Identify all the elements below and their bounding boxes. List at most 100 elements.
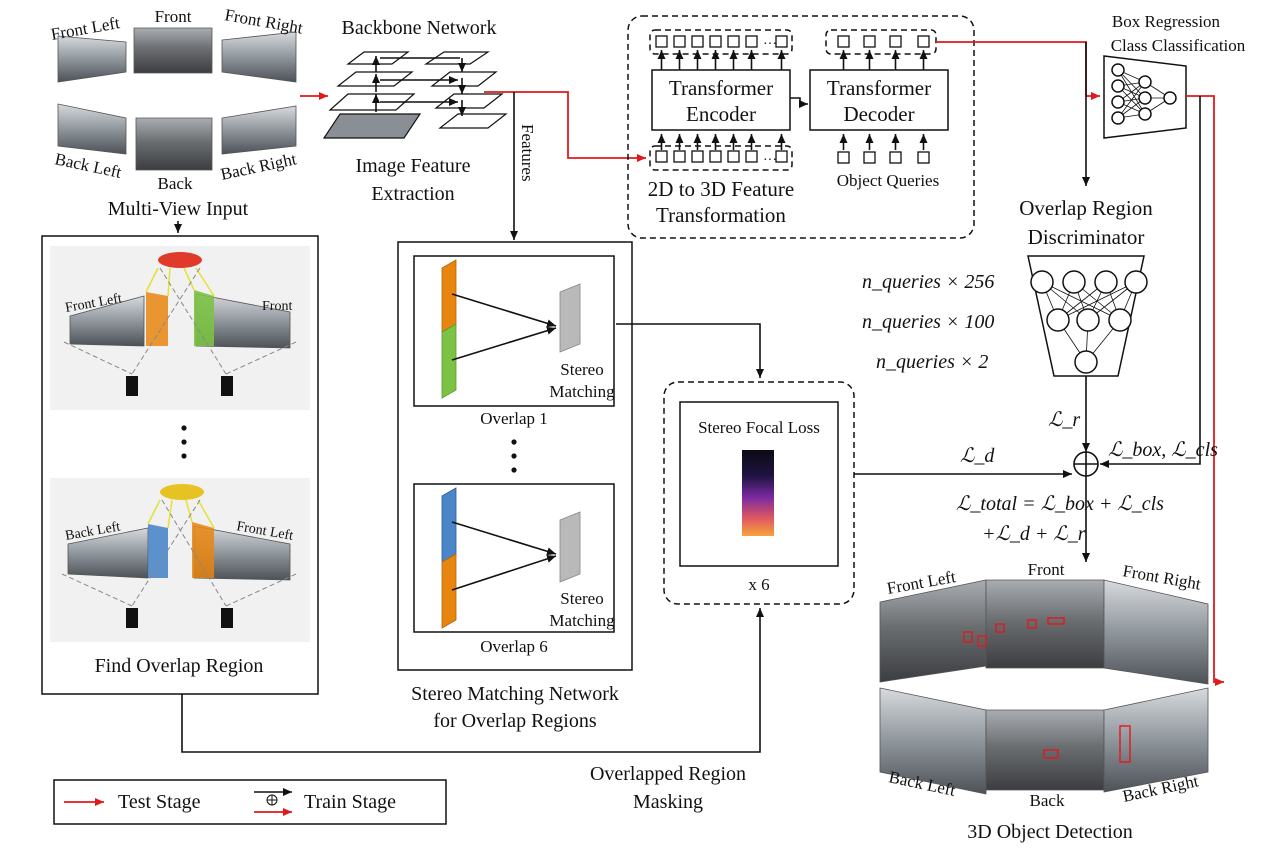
focal-loss-dashed-box xyxy=(663,381,855,605)
network-node xyxy=(1030,270,1054,294)
token-square xyxy=(709,150,722,163)
transformer-dashed-box xyxy=(627,15,975,239)
encoder-label-2: Encoder xyxy=(686,102,756,126)
stereo-network-label-1: Stereo Matching Network xyxy=(411,683,619,705)
token-square xyxy=(837,35,850,48)
network-node xyxy=(1124,270,1148,294)
token-square xyxy=(709,35,722,48)
ellipsis-top: ··· xyxy=(763,37,777,52)
multi-view-input-title: Multi-View Input xyxy=(108,198,249,220)
token-square xyxy=(889,151,902,164)
dim-2: n_queries × 2 xyxy=(876,351,988,373)
arrow-backbone-to-transform xyxy=(484,91,646,162)
out-back: Back xyxy=(1030,791,1065,810)
backbone-network: Backbone Network Image Feature Extractio… xyxy=(322,17,508,205)
feature-map-2 xyxy=(336,71,414,87)
camera-image-back-right xyxy=(221,105,297,155)
transform-label-2: Transformation xyxy=(656,203,786,227)
token-square xyxy=(775,35,788,48)
discriminator-network xyxy=(1030,270,1148,374)
network-node xyxy=(1111,95,1125,109)
network-node xyxy=(1108,308,1132,332)
vertical-dots-left xyxy=(181,425,187,459)
arrow-head-to-output xyxy=(1186,95,1224,686)
dim-100: n_queries × 100 xyxy=(862,311,994,333)
label-back-left: Back Left xyxy=(53,149,123,182)
camera-image-front-right xyxy=(221,31,297,83)
overlap-6-block: Stereo Matching xyxy=(413,483,615,633)
arrow-encoder-to-decoder xyxy=(790,97,808,108)
token-square xyxy=(863,151,876,164)
encoder-label-1: Transformer xyxy=(669,76,773,100)
network-node xyxy=(1163,91,1177,105)
token-square xyxy=(673,150,686,163)
stereo-focal-loss-label: Stereo Focal Loss xyxy=(698,418,820,437)
stereo-matching-6a: Stereo xyxy=(560,589,603,608)
overlap-1-label: Overlap 1 xyxy=(480,409,548,428)
stereo-matching-6b: Matching xyxy=(549,611,615,630)
ellipsis-bottom: ··· xyxy=(763,153,777,168)
network-node xyxy=(1111,111,1125,125)
token-square xyxy=(775,150,788,163)
features-label: Features xyxy=(518,124,537,182)
label-back: Back xyxy=(158,174,193,193)
transformer-decoder-box xyxy=(809,69,949,131)
stereo-matching-1a: Stereo xyxy=(560,360,603,379)
overlap-example-bottom: Back Left Front Left xyxy=(50,478,310,642)
box-regression-label: Box Regression xyxy=(1112,12,1221,31)
x6-label: x 6 xyxy=(748,575,769,594)
class-classification-label: Class Classification xyxy=(1111,36,1246,55)
total-loss-line2: +ℒ_d + ℒ_r xyxy=(982,523,1086,545)
network-node xyxy=(1074,350,1098,374)
detection-output: Front Left Front Front Right Back Left B… xyxy=(879,560,1209,810)
token-square xyxy=(917,35,930,48)
token-square xyxy=(673,35,686,48)
feature-map-6 xyxy=(434,93,504,109)
arrow-masking-path xyxy=(181,608,764,753)
network-node xyxy=(1111,63,1125,77)
overlap-1-block: Stereo Matching xyxy=(413,255,615,407)
label-front: Front xyxy=(155,7,192,26)
decoder-label-2: Decoder xyxy=(843,102,914,126)
label-back-right: Back Right xyxy=(219,149,299,184)
overlapped-masking-label-2: Masking xyxy=(633,791,703,813)
total-loss-line1: ℒ_total = ℒ_box + ℒ_cls xyxy=(956,493,1164,515)
camera-image-back-left xyxy=(57,103,127,155)
find-overlap-label: Find Overlap Region xyxy=(95,655,264,677)
token-square xyxy=(691,35,704,48)
stereo-network-label-2: for Overlap Regions xyxy=(433,710,597,732)
token-square xyxy=(889,35,902,48)
network-node xyxy=(1094,270,1118,294)
detection-3d-label: 3D Object Detection xyxy=(967,821,1133,843)
decoder-label-1: Transformer xyxy=(827,76,931,100)
feature-map-5 xyxy=(430,71,498,87)
camera-image-front-left xyxy=(57,35,127,83)
token-square xyxy=(655,150,668,163)
token-square xyxy=(745,35,758,48)
backbone-title: Backbone Network xyxy=(342,17,497,39)
token-square xyxy=(691,150,704,163)
legend-test-label: Test Stage xyxy=(118,791,201,813)
depth-map-image xyxy=(742,450,774,536)
multi-view-input: Front Left Front Front Right Back Left B… xyxy=(49,5,304,220)
network-node xyxy=(1138,75,1152,89)
transform-label-1: 2D to 3D Feature xyxy=(648,177,794,201)
loss-box-cls-label: ℒ_box, ℒ_cls xyxy=(1108,439,1218,461)
vertical-dots-middle xyxy=(511,439,517,473)
loss-d-label: ℒ_d xyxy=(960,445,995,467)
overlap-top-right-label: Front xyxy=(262,299,292,314)
overlapped-masking-label-1: Overlapped Region xyxy=(590,763,746,785)
token-square xyxy=(745,150,758,163)
image-feature-line2: Extraction xyxy=(371,183,454,205)
network-node xyxy=(1138,107,1152,121)
network-node xyxy=(1111,79,1125,93)
network-node xyxy=(1076,308,1100,332)
network-node xyxy=(1046,308,1070,332)
encoder-output-tokens xyxy=(649,29,793,55)
network-node xyxy=(1062,270,1086,294)
token-square xyxy=(655,35,668,48)
camera-image-front xyxy=(133,27,213,74)
token-square xyxy=(917,151,930,164)
arrow-decoder-to-head xyxy=(936,41,1100,100)
